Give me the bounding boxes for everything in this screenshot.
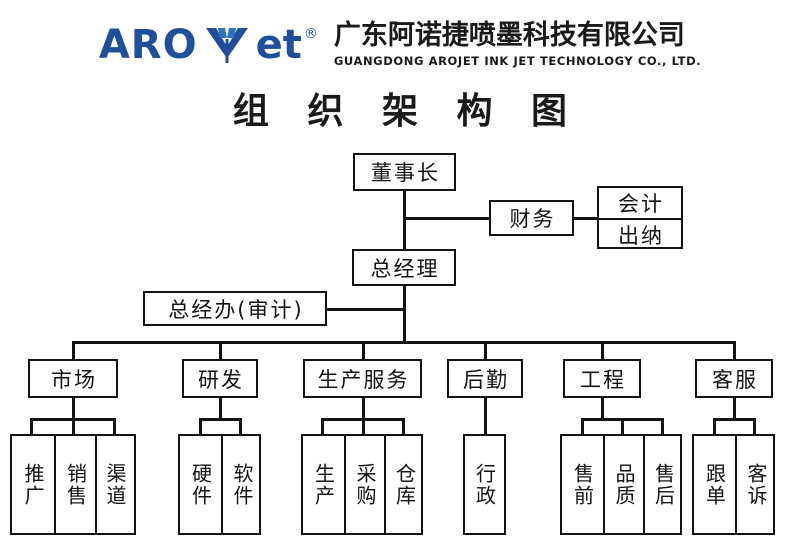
edge-finance-accounting: [574, 217, 598, 220]
edge-chairman-gm: [403, 191, 406, 249]
company-logo: ARO et ®: [99, 25, 318, 65]
node-sub-order[interactable]: 跟单: [702, 462, 727, 507]
edge-bus-engineering: [601, 341, 604, 365]
company-name-en: GUANGDONG AROJET INK JET TECHNOLOGY CO.,…: [333, 53, 702, 68]
edge-marketing-subbus: [72, 398, 75, 420]
engineering-sub-group: 售前 品质 售后: [560, 434, 682, 535]
node-sub-complaint[interactable]: 客诉: [735, 436, 775, 533]
node-sub-presales[interactable]: 售前: [570, 462, 595, 507]
company-name-block: 广东阿诺捷喷墨科技有限公司 GUANGDONG AROJET INK JET T…: [333, 20, 702, 68]
edge-sub-purchasing: [362, 418, 365, 435]
node-sub-software[interactable]: 软件: [221, 436, 261, 533]
node-chairman[interactable]: 董事长: [353, 153, 456, 191]
edge-sub-hardware: [199, 418, 202, 435]
service-sub-bus: [713, 418, 755, 421]
node-gm-office[interactable]: 总经办(审计): [143, 291, 327, 326]
node-sub-sales[interactable]: 销售: [54, 436, 95, 533]
logo-text-aro: ARO: [98, 22, 198, 68]
edge-sub-complaint: [753, 418, 756, 435]
edge-bus-marketing: [72, 341, 75, 365]
edge-bus-rd: [219, 341, 222, 365]
marketing-sub-group: 推广 销售 渠道: [10, 434, 136, 535]
edge-sub-software: [239, 418, 242, 435]
edge-sub-sales: [72, 418, 75, 435]
production-sub-group: 生产 采购 仓库: [301, 434, 423, 535]
page-header: ARO et ® 广东阿诺捷喷墨科技有限公司 GUANGDONG AROJET …: [0, 14, 800, 76]
logo-text-et: et: [255, 22, 302, 68]
edge-sub-presales: [581, 418, 584, 435]
node-dept-engineering[interactable]: 工程: [563, 359, 641, 398]
page-title: 组 织 架 构 图: [232, 91, 581, 132]
node-sub-aftersales[interactable]: 售后: [643, 436, 682, 533]
edge-service-subbus: [733, 398, 736, 420]
edge-chairman-finance: [403, 217, 491, 220]
node-sub-manufacture[interactable]: 生产: [311, 462, 336, 507]
edge-sub-channel: [113, 418, 116, 435]
registered-trademark-icon: ®: [303, 26, 318, 42]
company-name-cn: 广东阿诺捷喷墨科技有限公司: [333, 20, 685, 52]
edge-sub-promotion: [30, 418, 33, 435]
node-finance[interactable]: 财务: [489, 200, 574, 236]
department-bus-line: [72, 341, 736, 344]
edge-sub-manufacture: [321, 418, 324, 435]
node-dept-marketing[interactable]: 市场: [28, 359, 118, 398]
edge-gm-gm-office: [327, 308, 405, 311]
edge-sub-aftersales: [661, 418, 664, 435]
edge-engineering-subbus: [601, 398, 604, 420]
node-sub-purchasing[interactable]: 采购: [344, 436, 384, 533]
node-sub-administration[interactable]: 行政: [463, 434, 506, 535]
edge-sub-quality: [621, 418, 624, 435]
node-dept-rd[interactable]: 研发: [182, 359, 258, 398]
edge-production-subbus: [362, 398, 365, 420]
node-sub-warehouse[interactable]: 仓库: [384, 436, 423, 533]
edge-bus-logistics: [484, 341, 487, 365]
edge-bus-production: [362, 341, 365, 365]
edge-sub-order: [713, 418, 716, 435]
service-sub-group: 跟单 客诉: [692, 434, 775, 535]
edge-logistics-administration: [484, 398, 487, 436]
node-accounting-cashier-stack[interactable]: 会计 出纳: [597, 186, 683, 249]
node-sub-hardware[interactable]: 硬件: [188, 462, 213, 507]
node-sub-channel[interactable]: 渠道: [95, 436, 133, 533]
edge-bus-service: [733, 341, 736, 365]
node-dept-service[interactable]: 客服: [695, 359, 773, 398]
node-sub-quality[interactable]: 品质: [603, 436, 643, 533]
node-dept-production[interactable]: 生产服务: [303, 359, 422, 398]
rd-sub-group: 硬件 软件: [178, 434, 261, 535]
node-dept-logistics[interactable]: 后勤: [447, 359, 523, 398]
arojet-leaf-mark-icon: [204, 25, 250, 65]
node-cashier[interactable]: 出纳: [599, 218, 681, 250]
rd-sub-bus: [199, 418, 241, 421]
node-general-manager[interactable]: 总经理: [352, 249, 456, 286]
node-accounting[interactable]: 会计: [618, 192, 664, 216]
node-sub-promotion[interactable]: 推广: [21, 462, 45, 507]
edge-sub-warehouse: [402, 418, 405, 435]
edge-gm-department-bus: [403, 286, 406, 342]
edge-rd-subbus: [219, 398, 222, 420]
